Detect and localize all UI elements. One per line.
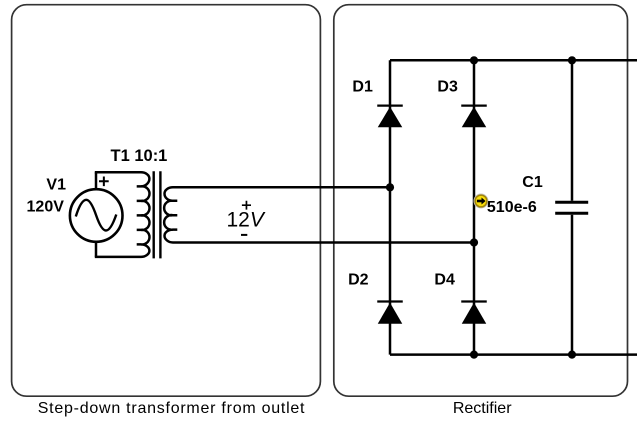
- svg-text:D1: D1: [352, 79, 373, 96]
- svg-text:120V: 120V: [27, 199, 65, 216]
- svg-text:D4: D4: [434, 271, 455, 288]
- svg-text:12V: 12V: [227, 209, 266, 232]
- svg-text:Step-down transformer from out: Step-down transformer from outlet: [38, 400, 306, 417]
- svg-text:D2: D2: [348, 271, 369, 288]
- svg-text:510e-6: 510e-6: [487, 199, 537, 216]
- svg-text:Rectifier: Rectifier: [453, 400, 512, 417]
- svg-text:V1: V1: [46, 176, 66, 193]
- svg-text:C1: C1: [522, 174, 543, 191]
- svg-text:D3: D3: [437, 79, 458, 96]
- svg-text:T1 10:1: T1 10:1: [111, 147, 168, 165]
